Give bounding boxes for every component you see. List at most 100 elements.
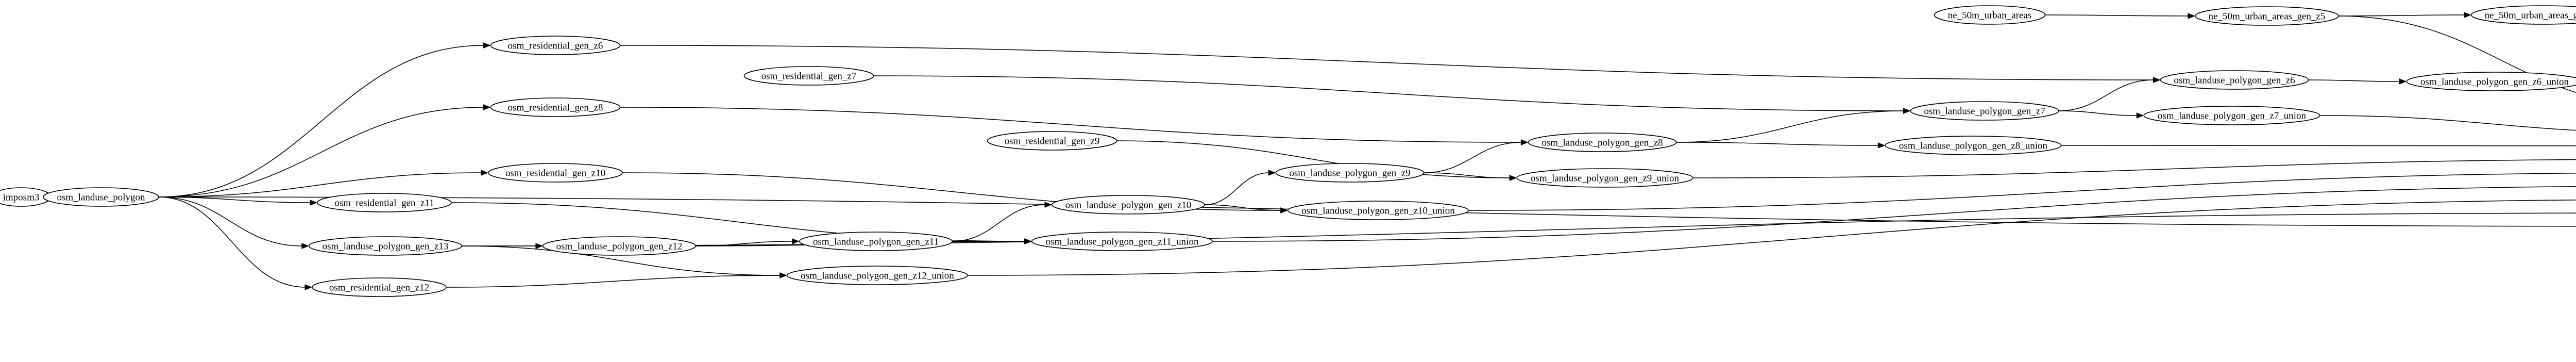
edge-line [446,275,781,288]
node-ellipse [1031,232,1213,251]
node-ellipse [786,266,969,285]
graph-node-osm_landuse_polygon_gen_z6[interactable]: osm_landuse_polygon_gen_z6 [2160,70,2309,90]
graph-node-osm_landuse_polygon_gen_z11_union[interactable]: osm_landuse_polygon_gen_z11_union [1031,232,1213,251]
node-label: osm_landuse_polygon_gen_z10 [1065,200,1192,211]
graph-edge-osm_residential_gen_z7--osm_landuse_polygon_gen_z7 [873,75,1911,114]
graph-node-osm_landuse_polygon_gen_z6_union[interactable]: osm_landuse_polygon_gen_z6_union [2406,72,2576,91]
graph-node-osm_landuse_polygon_gen_z8[interactable]: osm_landuse_polygon_gen_z8 [1528,133,1677,152]
node-label: osm_landuse_polygon_gen_z13 [323,241,449,252]
graph-node-osm_landuse_polygon_gen_z10_union[interactable]: osm_landuse_polygon_gen_z10_union [1287,201,1469,220]
node-label: ne_50m_urban_areas_gen_z5 [2209,11,2326,22]
graph-edge-osm_landuse_polygon_gen_z10_union--layer_landuse_z10 [1468,172,2576,211]
edge-line [451,202,1025,242]
graph-node-osm_residential_gen_z10[interactable]: osm_residential_gen_z10 [488,163,623,183]
graph-node-osm_landuse_polygon_gen_z11[interactable]: osm_landuse_polygon_gen_z11 [799,232,953,251]
graph-node-osm_residential_gen_z12[interactable]: osm_residential_gen_z12 [312,277,447,297]
edge-arrowhead [1903,108,1911,114]
node-label: osm_landuse_polygon_gen_z11_union [1046,237,1199,248]
edge-line [2045,14,2189,17]
graph-node-osm_residential_gen_z6[interactable]: osm_residential_gen_z6 [490,36,621,55]
node-ellipse [490,36,621,55]
node-ellipse [1275,163,1425,183]
node-label: osm_residential_gen_z11 [334,198,434,209]
node-ellipse [743,66,874,86]
graph-node-osm_landuse_polygon_gen_z9[interactable]: osm_landuse_polygon_gen_z9 [1275,163,1425,183]
node-ellipse [2406,72,2576,91]
graph-node-ne_50m_urban_areas_gen_z5[interactable]: ne_50m_urban_areas_gen_z5 [2195,6,2339,26]
graph-edge-osm_landuse_polygon_gen_z7--osm_landuse_polygon_gen_z7_union [2058,110,2144,119]
edge-arrowhead [1268,170,1276,176]
edge-line [2319,115,2576,131]
node-label: osm_residential_gen_z6 [508,41,603,52]
graph-node-osm_landuse_polygon_gen_z12[interactable]: osm_landuse_polygon_gen_z12 [543,236,696,256]
edge-line [1205,172,1269,205]
graph-node-osm_landuse_polygon_gen_z7_union[interactable]: osm_landuse_polygon_gen_z7_union [2143,106,2320,125]
node-label: osm_landuse_polygon_gen_z9_union [1531,173,1680,184]
node-label: osm_landuse_polygon_gen_z8 [1541,138,1663,149]
node-label: osm_landuse_polygon_gen_z12_union [801,271,954,282]
edge-arrowhead [1024,238,1032,244]
node-label: osm_landuse_polygon_gen_z12 [556,241,683,252]
edge-line [462,245,781,276]
edge-arrowhead [2153,77,2161,83]
edge-line [2308,79,2400,82]
node-label: osm_landuse_polygon_gen_z9 [1289,168,1410,179]
graph-edge-osm_landuse_polygon_gen_z11--osm_landuse_polygon_gen_z11_union [952,238,1032,244]
graph-edge-osm_landuse_polygon_gen_z8_union--layer_landuse_z8 [2061,145,2576,146]
graph-edge-osm_landuse_polygon_gen_z13--osm_landuse_polygon_gen_z12_union [462,245,787,278]
graph-node-osm_residential_gen_z8[interactable]: osm_residential_gen_z8 [490,97,621,117]
graph-edge-ne_50m_urban_areas_gen_z5--ne_50m_urban_areas_gen_z4 [2338,12,2471,18]
graph-edge-osm_landuse_polygon_gen_z9--osm_landuse_polygon_gen_z9_union [1423,172,1517,181]
graph-edge-ne_50m_urban_areas_gen_z5--layer_landuse_z5 [2338,15,2576,93]
node-label: osm_landuse_polygon_gen_z7_union [2158,111,2307,122]
graph-node-osm_residential_gen_z7[interactable]: osm_residential_gen_z7 [743,66,874,86]
edge-line [1676,110,1904,143]
edge-arrowhead [792,238,800,244]
edge-line [2058,79,2154,111]
edge-line [968,199,2576,276]
edge-arrowhead [1877,142,1886,149]
edge-line [1116,140,1511,178]
node-ellipse [1528,133,1677,152]
graph-node-osm_landuse_polygon_gen_z9_union[interactable]: osm_landuse_polygon_gen_z9_union [1516,168,1693,188]
node-ellipse [1287,201,1469,220]
graph-node-osm_residential_gen_z11[interactable]: osm_residential_gen_z11 [317,193,452,212]
graph-edge-osm_landuse_polygon_gen_z12_union--layer_landuse_z12 [968,199,2576,276]
edge-line [158,107,484,198]
edge-arrowhead [481,170,489,176]
graph-edge-osm_landuse_polygon_gen_z13--layer_landuse_z13 [462,212,2576,246]
edge-arrowhead [1280,207,1288,213]
node-ellipse [2195,6,2339,26]
graph-node-osm_residential_gen_z9[interactable]: osm_residential_gen_z9 [987,131,1117,151]
edge-line [158,45,484,198]
graph-node-ne_50m_urban_areas[interactable]: ne_50m_urban_areas [1934,5,2046,25]
graph-edge-osm_landuse_polygon_gen_z9--osm_landuse_polygon_gen_z8 [1423,139,1529,173]
graph-edge-osm_landuse_polygon--osm_residential_gen_z10 [158,170,489,198]
node-ellipse [309,236,462,256]
edge-line [620,107,1522,143]
node-label: ne_50m_urban_areas_gen_z4 [2485,10,2576,21]
edge-line [620,45,2154,80]
node-ellipse [1885,136,2062,155]
graph-node-ne_50m_urban_areas_gen_z4[interactable]: ne_50m_urban_areas_gen_z4 [2471,5,2576,25]
node-ellipse [1910,101,2059,121]
node-ellipse [1516,168,1693,188]
node-ellipse [317,193,452,212]
graph-node-osm_landuse_polygon[interactable]: osm_landuse_polygon [43,187,159,207]
edge-line [1692,159,2576,178]
graph-node-osm_landuse_polygon_gen_z13[interactable]: osm_landuse_polygon_gen_z13 [309,236,462,256]
graph-node-osm_landuse_polygon_gen_z10[interactable]: osm_landuse_polygon_gen_z10 [1052,195,1205,215]
graph-node-osm_landuse_polygon_gen_z7[interactable]: osm_landuse_polygon_gen_z7 [1910,101,2059,121]
edge-arrowhead [304,284,313,290]
node-label: osm_residential_gen_z8 [508,103,603,113]
edge-line [158,172,482,198]
graph-node-osm_landuse_polygon_gen_z8_union[interactable]: osm_landuse_polygon_gen_z8_union [1885,136,2062,155]
node-ellipse [543,236,696,256]
edge-line [158,196,302,246]
node-ellipse [1934,5,2046,25]
graph-node-osm_landuse_polygon_gen_z12_union[interactable]: osm_landuse_polygon_gen_z12_union [786,266,969,285]
graph-edge-osm_landuse_polygon--osm_residential_gen_z8 [158,104,491,198]
edge-line [1212,186,2576,242]
